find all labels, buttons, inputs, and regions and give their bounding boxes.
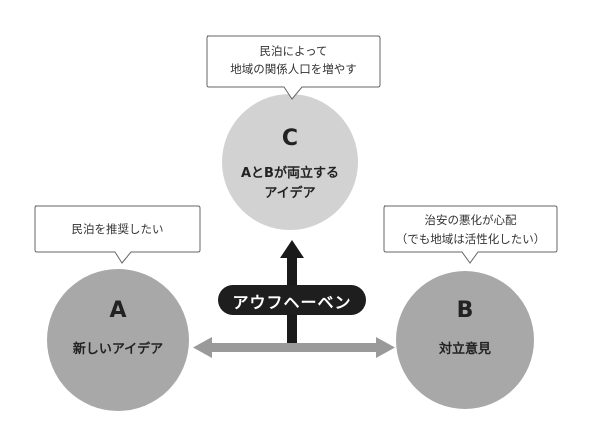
circle-a	[47, 269, 189, 411]
aufheben-pill-label: アウフヘーベン	[232, 293, 352, 312]
bubble-left-text: 民泊を推奨したい	[71, 222, 164, 236]
circle-c	[222, 94, 358, 230]
circle-a-label: 新しいアイデア	[72, 342, 164, 357]
circle-b-letter: B	[456, 298, 474, 323]
circle-c-label-line2: アイデア	[264, 186, 316, 201]
bubble-right	[383, 205, 558, 264]
circle-b	[396, 271, 534, 409]
circle-b-label: 対立意見	[438, 342, 491, 357]
bubble-top-line1: 民泊によって	[259, 44, 328, 58]
bubble-right-line1: 治安の悪化が心配	[424, 213, 517, 227]
bubble-top	[206, 35, 381, 100]
bubble-left	[34, 205, 201, 264]
bubble-right-line2: （でも地域は活性化したい）	[395, 232, 546, 246]
double-arrow-icon	[193, 337, 395, 358]
circle-c-letter: C	[281, 126, 299, 151]
aufheben-pill	[218, 285, 366, 315]
bubble-top-line2: 地域の関係人口を増やす	[230, 62, 357, 76]
circle-a-letter: A	[109, 298, 127, 323]
circle-c-label-line1: AとBが両立する	[241, 166, 339, 181]
